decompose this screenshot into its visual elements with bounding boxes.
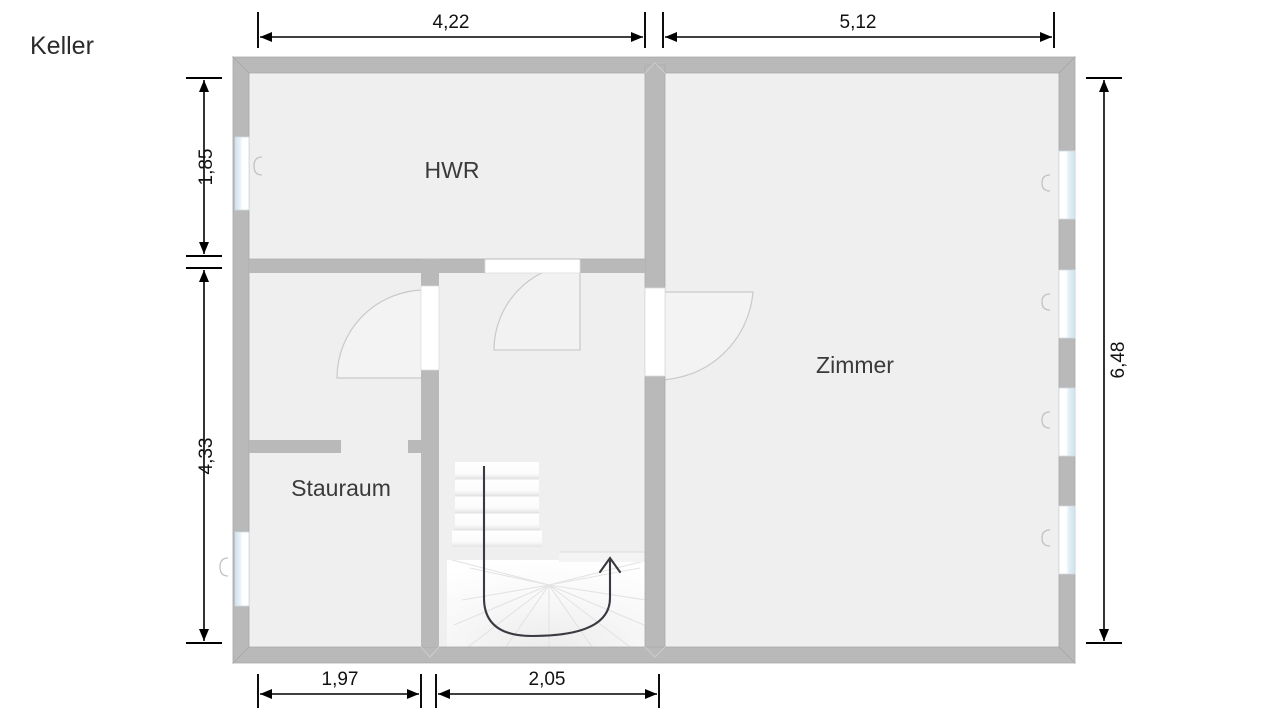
- wall-stub-left: [249, 440, 341, 453]
- dimension-label-left-upper: 1,85: [196, 149, 217, 186]
- dimension-label-left-lower: 4,33: [196, 438, 217, 475]
- interior-wall-stauraum: [420, 259, 440, 658]
- door-opening-stauraum: [420, 285, 440, 371]
- dimension-bottom: 1,97 2,05: [257, 669, 660, 708]
- stair-direction-arrow: [482, 466, 622, 638]
- dimension-label-top-right: 5,12: [840, 12, 877, 33]
- stauraum-wall-stubs: [249, 440, 422, 453]
- room-label-zimmer: Zimmer: [816, 352, 894, 378]
- dimension-label-bottom-left: 1,97: [322, 669, 359, 690]
- window-left-hwr: [234, 136, 263, 211]
- dimension-top: 4,22 5,12: [257, 12, 1055, 48]
- door-stauraum: [336, 289, 426, 379]
- windows: [219, 136, 1076, 607]
- dimension-label-bottom-mid: 2,05: [529, 669, 566, 690]
- window-right-2: [1041, 269, 1076, 339]
- window-left-stauraum: [219, 531, 250, 607]
- dimension-left: 1,85 4,33: [186, 77, 222, 644]
- room-label-hwr: HWR: [425, 157, 480, 183]
- door-swings: [336, 263, 754, 381]
- room-floor-hwr: [249, 73, 645, 259]
- dimension-label-right-total: 6,48: [1108, 342, 1129, 379]
- dimension-label-top-left: 4,22: [433, 12, 470, 33]
- door-opening-hwr: [484, 258, 581, 274]
- stair-straight-steps: [452, 462, 542, 547]
- page-title: Keller: [30, 32, 94, 60]
- window-right-3: [1041, 387, 1076, 457]
- door-zimmer: [656, 291, 754, 381]
- window-right-4: [1041, 505, 1076, 575]
- stair-winder-steps: [447, 551, 651, 648]
- wall-stub-right: [408, 440, 422, 453]
- staircase: [447, 462, 651, 648]
- walls: [232, 56, 1076, 664]
- interior-wall-horizontal: [249, 258, 645, 274]
- room-floor-zimmer: [665, 73, 1059, 647]
- dimension-right: 6,48: [1086, 77, 1129, 644]
- room-label-stauraum: Stauraum: [291, 475, 391, 501]
- window-right-1: [1041, 150, 1076, 220]
- door-opening-zimmer: [644, 287, 666, 377]
